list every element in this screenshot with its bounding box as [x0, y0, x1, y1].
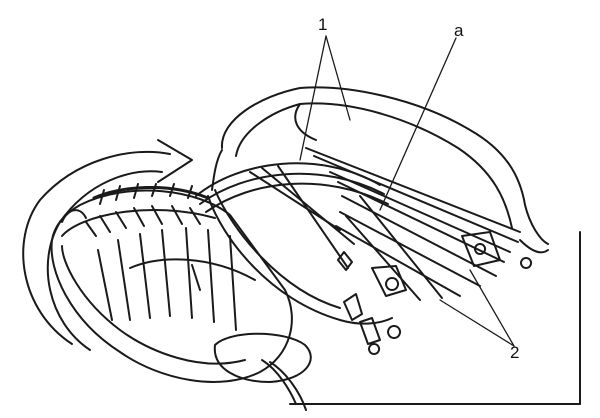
leader-lines	[299, 35, 515, 347]
part-label-2: 2	[510, 343, 520, 362]
part-label-a: a	[454, 21, 464, 40]
coil-pack-right	[207, 86, 549, 355]
part-label-1: 1	[318, 15, 328, 34]
frame-corner	[289, 231, 581, 405]
rotation-arrow	[22, 139, 193, 351]
wire-bundle	[195, 162, 389, 269]
coil-pack-left	[50, 183, 312, 411]
